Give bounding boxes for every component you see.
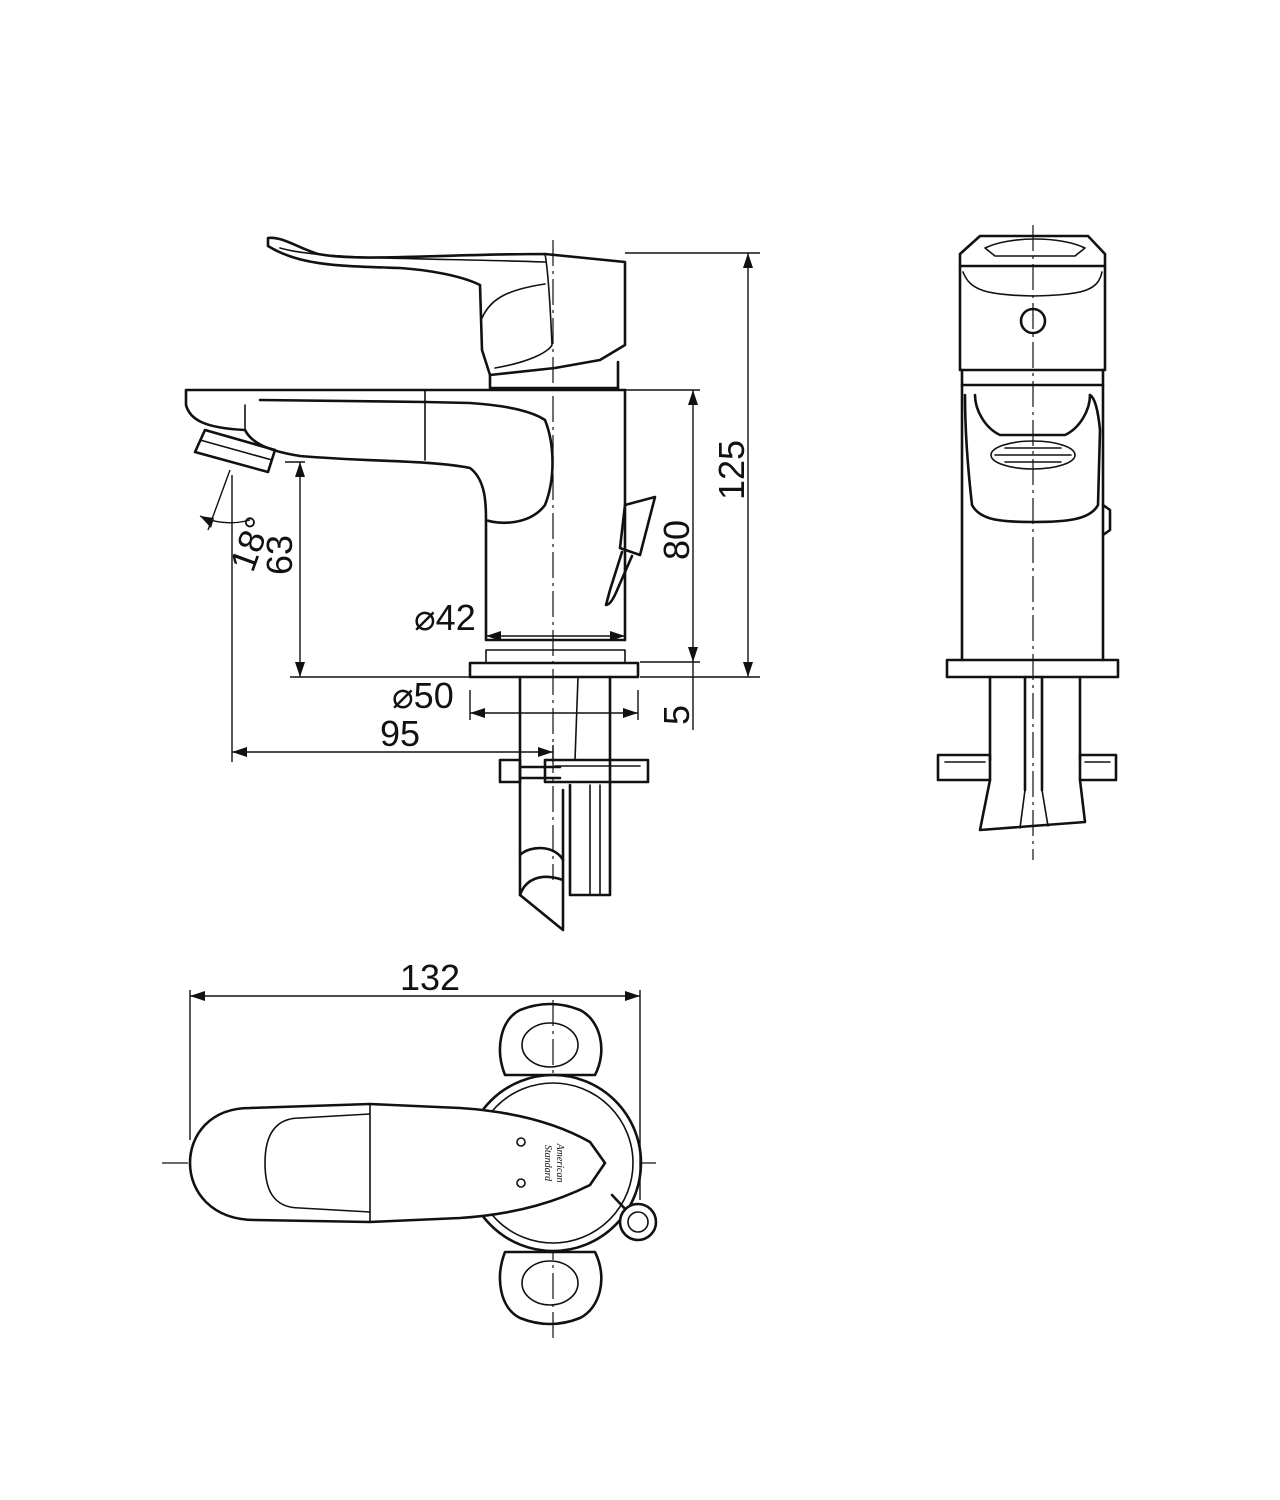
dim-total-height: 125 [711, 440, 752, 500]
dim-spout-height: 63 [259, 535, 300, 575]
side-view [184, 236, 657, 932]
svg-text:American: American [554, 1143, 565, 1183]
top-view: American Standard [162, 1000, 660, 1340]
top-lever [188, 1102, 607, 1224]
dim-base-thickness: 5 [656, 705, 697, 725]
front-base [945, 658, 1120, 679]
spout [184, 388, 627, 525]
top-lug-lower [498, 1250, 603, 1326]
top-lug-upper [498, 1002, 603, 1077]
fixing-bracket [498, 758, 562, 784]
dim-body-diameter: ⌀42 [414, 597, 476, 638]
front-view [936, 225, 1120, 860]
lever-handle [266, 236, 627, 377]
base-flange [468, 661, 640, 679]
side-dimensions: 125 80 5 ⌀42 ⌀50 95 63 18° [199, 252, 760, 762]
dim-body-height: 80 [656, 520, 697, 560]
body [484, 388, 627, 642]
front-body [960, 383, 1105, 662]
dim-spout-reach: 95 [380, 713, 420, 754]
front-housing [958, 264, 1107, 372]
front-screw [1019, 307, 1047, 335]
dim-top-length: 132 [400, 957, 460, 998]
front-shank [988, 675, 1082, 792]
top-dimensions: 132 [189, 957, 641, 1200]
popup-rod [604, 495, 657, 607]
dim-base-diameter: ⌀50 [392, 675, 454, 716]
aerator [193, 428, 277, 474]
shank [518, 675, 612, 932]
brand-logo: American Standard [542, 1143, 565, 1183]
svg-text:Standard: Standard [542, 1145, 553, 1182]
front-aerator [990, 440, 1076, 470]
